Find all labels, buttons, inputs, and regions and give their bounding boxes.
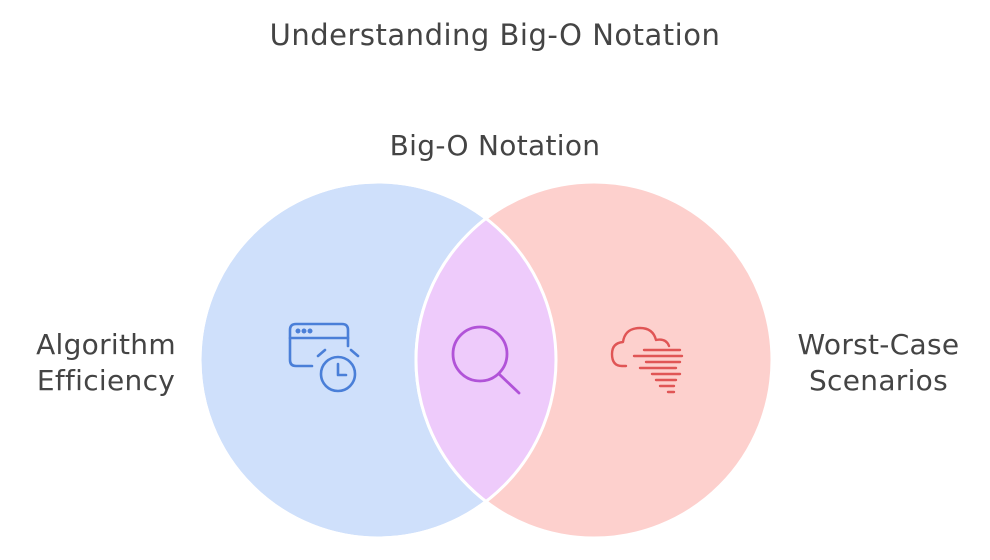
overlap-label: Big-O Notation xyxy=(389,129,601,162)
right-set-label-line2: Scenarios xyxy=(808,364,948,397)
right-set-label-line1: Worst-Case xyxy=(797,328,960,361)
magnifier-icon xyxy=(451,325,521,395)
left-set-label-line1: Algorithm xyxy=(36,328,176,361)
overlap-outline-right xyxy=(414,182,556,538)
overlap-region xyxy=(416,182,556,538)
overlap-outline-left xyxy=(198,180,558,540)
storm-cloud-icon xyxy=(610,326,684,394)
left-set-label-line2: Efficiency xyxy=(36,364,176,397)
diagram-title: Understanding Big-O Notation xyxy=(269,18,721,52)
browser-timer-icon xyxy=(288,322,360,393)
left-set-label: Algorithm Efficiency xyxy=(18,327,194,399)
right-set-label: Worst-Case Scenarios xyxy=(786,327,971,399)
